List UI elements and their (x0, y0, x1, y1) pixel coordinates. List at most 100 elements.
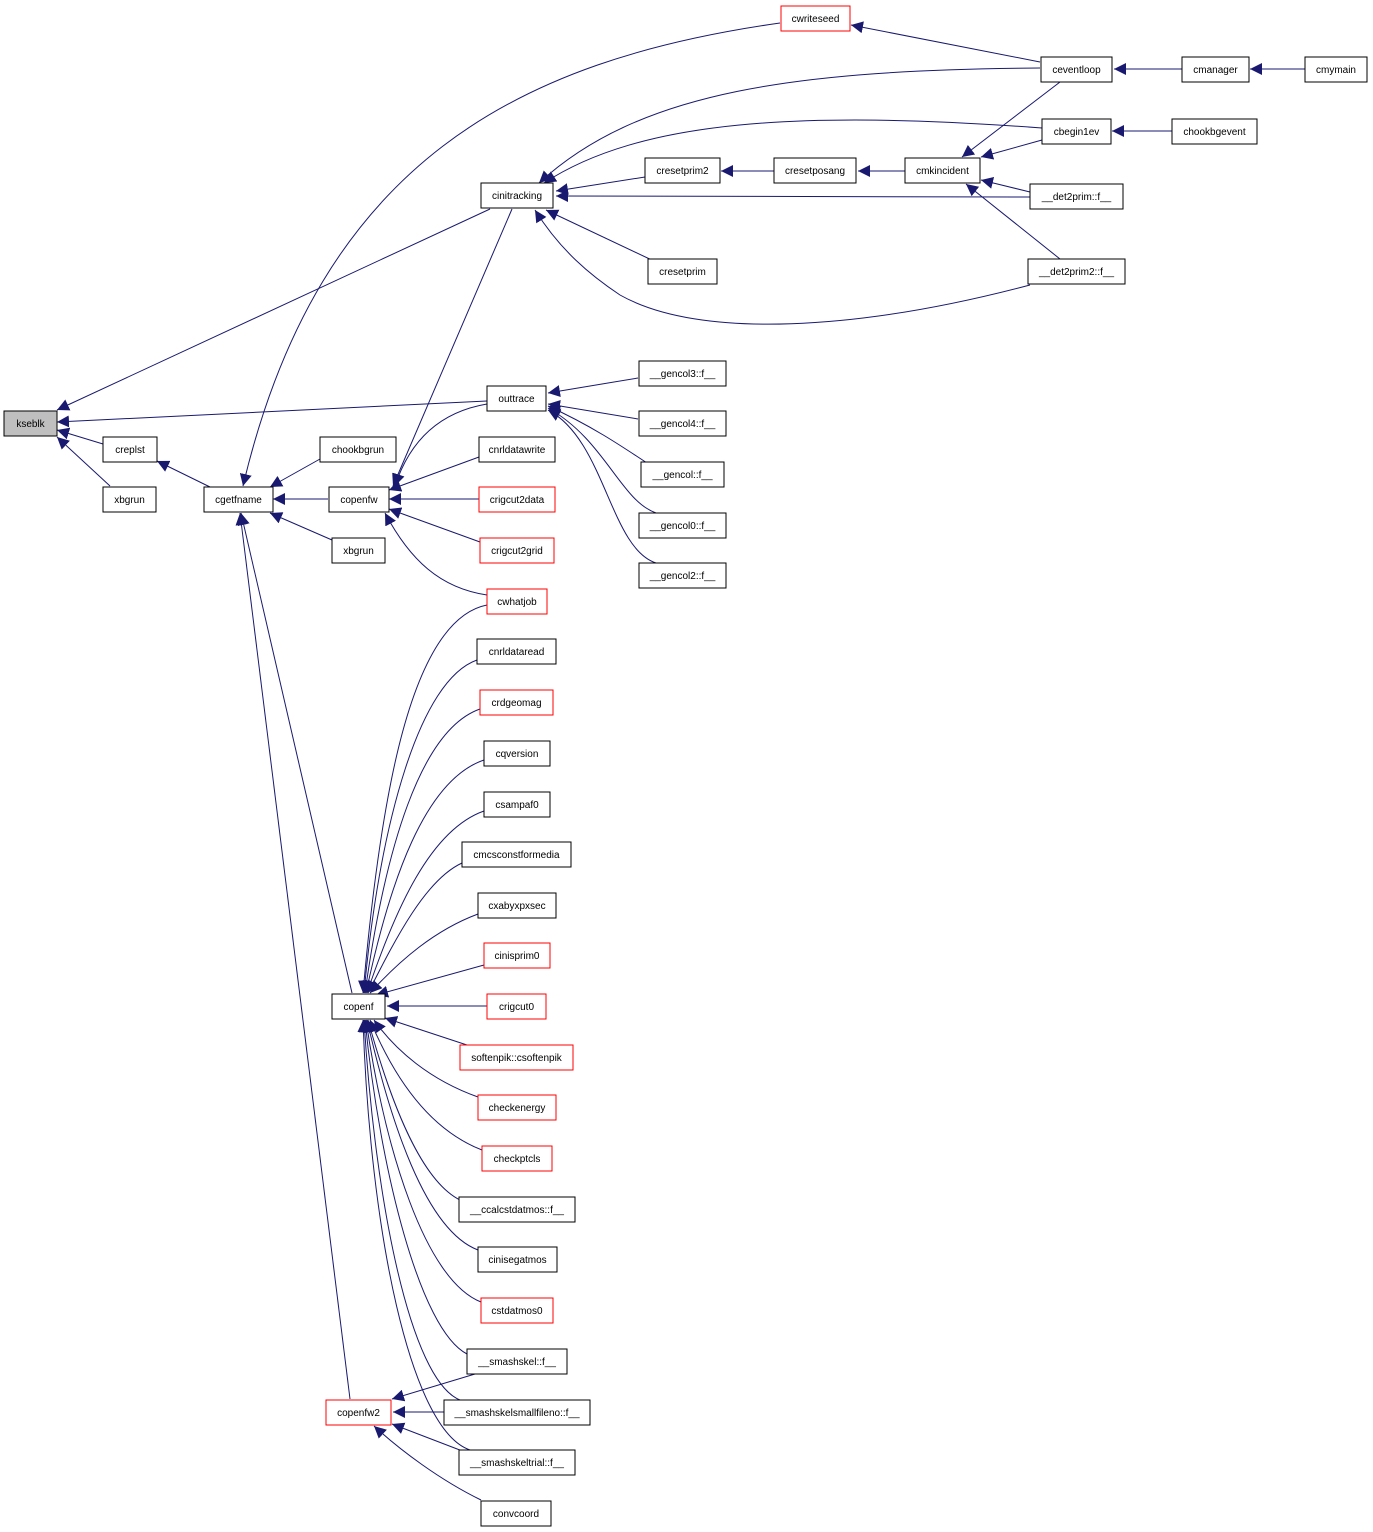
node-cqversion[interactable]: cqversion (483, 740, 551, 767)
svg-text:convcoord: convcoord (493, 1509, 539, 1520)
node-gencol2[interactable]: __gencol2::f__ (638, 562, 727, 589)
edge-det2prim-cmkincident (980, 177, 1031, 193)
node-cbegin1ev[interactable]: cbegin1ev (1041, 118, 1112, 145)
svg-text:cinisprim0: cinisprim0 (494, 951, 539, 962)
edge-checkenergy-copenf (373, 1019, 479, 1098)
node-crigcut2data[interactable]: crigcut2data (478, 486, 556, 513)
node-smashskel[interactable]: __smashskel::f__ (466, 1348, 568, 1375)
node-det2prim2[interactable]: __det2prim2::f__ (1027, 258, 1126, 285)
svg-text:copenfw2: copenfw2 (337, 1408, 380, 1419)
node-gencol0[interactable]: __gencol0::f__ (638, 512, 727, 539)
node-cmkincident[interactable]: cmkincident (904, 157, 981, 184)
node-ccalcstdatmos[interactable]: __ccalcstdatmos::f__ (458, 1196, 576, 1223)
node-creplst[interactable]: creplst (102, 436, 158, 463)
node-cinisegatmos[interactable]: cinisegatmos (477, 1246, 558, 1273)
node-cmymain[interactable]: cmymain (1304, 56, 1368, 83)
svg-text:xbgrun: xbgrun (114, 495, 145, 506)
node-copenfw2[interactable]: copenfw2 (325, 1399, 392, 1426)
node-cnrldataread[interactable]: cnrldataread (476, 638, 557, 665)
node-cmanager[interactable]: cmanager (1181, 56, 1250, 83)
node-cmcsconstformedia[interactable]: cmcsconstformedia (461, 841, 572, 868)
node-xbgrun[interactable]: xbgrun (102, 486, 157, 513)
edge-checkptcls-copenf (369, 1019, 483, 1151)
edge-outtrace-copenfw (393, 403, 488, 487)
edge-gencol3-outtrace (547, 377, 639, 397)
node-chookbgrun[interactable]: chookbgrun (319, 436, 397, 463)
svg-text:cmymain: cmymain (1316, 65, 1356, 76)
node-gencol[interactable]: __gencol::f__ (640, 461, 725, 488)
svg-text:__det2prim2::f__: __det2prim2::f__ (1038, 267, 1114, 278)
node-cwhatjob[interactable]: cwhatjob (486, 588, 548, 615)
node-outtrace[interactable]: outtrace (486, 385, 547, 412)
svg-text:cxabyxpxsec: cxabyxpxsec (488, 901, 545, 912)
svg-text:cwriteseed: cwriteseed (792, 14, 840, 25)
node-chookbgevent[interactable]: chookbgevent (1171, 118, 1258, 145)
node-gencol3[interactable]: __gencol3::f__ (638, 360, 727, 387)
svg-text:crdgeomag: crdgeomag (491, 698, 541, 709)
edge-cresetprim2-cinitracking (555, 176, 646, 196)
node-cgetfname[interactable]: cgetfname (203, 486, 274, 513)
node-cresetprim[interactable]: cresetprim (647, 258, 718, 285)
node-cnrldatawrite[interactable]: cnrldatawrite (478, 436, 556, 463)
node-smashskelsmallfileno[interactable]: __smashskelsmallfileno::f__ (443, 1399, 591, 1426)
node-cstdatmos0[interactable]: cstdatmos0 (480, 1297, 554, 1324)
edge-det2prim-cinitracking (555, 190, 1031, 203)
node-cinisprim0[interactable]: cinisprim0 (483, 942, 551, 969)
edge-cwhatjob-copenfw (384, 512, 488, 596)
edge-cwhatjob-copenf (358, 604, 488, 994)
node-cinitracking[interactable]: cinitracking (480, 182, 554, 209)
edge-cqversion-copenf (362, 759, 485, 994)
node-gencol4[interactable]: __gencol4::f__ (638, 410, 727, 437)
edge-ceventloop-cmkincident (961, 81, 1061, 158)
edge-cwriteseed-cgetfname (239, 22, 781, 487)
node-copenfw[interactable]: copenfw (328, 486, 390, 513)
edge-ceventloop-cwriteseed (850, 21, 1041, 63)
node-cxabyxpxsec[interactable]: cxabyxpxsec (477, 892, 557, 919)
edge-ceventloop-cinitracking (538, 67, 1041, 184)
node-cresetprim2[interactable]: cresetprim2 (644, 157, 721, 184)
node-smashskeltrial[interactable]: __smashskeltrial::f__ (458, 1449, 576, 1476)
edge-copenf-cgetfname (237, 512, 353, 994)
svg-text:ceventloop: ceventloop (1052, 65, 1101, 76)
edge-gencol-outtrace (547, 405, 651, 466)
edge-ccalcstdatmos-copenf (365, 1019, 461, 1201)
node-det2prim[interactable]: __det2prim::f__ (1029, 183, 1124, 210)
edge-crdgeomag-copenf (360, 708, 481, 994)
edge-det2prim2-cinitracking (534, 209, 1031, 325)
svg-text:cqversion: cqversion (496, 749, 539, 760)
edge-creplst-kseblk (56, 427, 104, 445)
node-checkptcls[interactable]: checkptcls (481, 1145, 553, 1172)
edge-xbgrun-kseblk (56, 436, 111, 487)
svg-text:__ccalcstdatmos::f__: __ccalcstdatmos::f__ (469, 1205, 564, 1216)
node-crigcut0[interactable]: crigcut0 (486, 993, 547, 1020)
edge-crigcut2grid-copenfw (388, 507, 481, 543)
node-copenf[interactable]: copenf (331, 993, 386, 1020)
edge-outtrace-kseblk (56, 400, 488, 428)
svg-text:crigcut0: crigcut0 (499, 1002, 534, 1013)
svg-text:cgetfname: cgetfname (215, 495, 262, 506)
edge-det2prim2-cmkincident (965, 183, 1061, 260)
svg-text:copenf: copenf (343, 1002, 373, 1013)
svg-text:__gencol::f__: __gencol::f__ (651, 470, 712, 481)
svg-text:creplst: creplst (115, 445, 145, 456)
node-crdgeomag[interactable]: crdgeomag (479, 689, 554, 716)
node-csampaf0[interactable]: csampaf0 (483, 791, 551, 818)
node-crigcut2grid[interactable]: crigcut2grid (479, 537, 555, 564)
node-ceventloop[interactable]: ceventloop (1040, 56, 1113, 83)
svg-text:cmkincident: cmkincident (916, 166, 969, 177)
node-checkenergy[interactable]: checkenergy (477, 1094, 557, 1121)
svg-text:copenfw: copenfw (340, 495, 378, 506)
node-cwriteseed[interactable]: cwriteseed (780, 5, 851, 32)
edge-smashskeltrial-copenfw2 (391, 1422, 466, 1453)
edge-gencol4-outtrace (547, 400, 639, 420)
svg-text:__gencol3::f__: __gencol3::f__ (649, 369, 716, 380)
node-xbgrun-2[interactable]: xbgrun (331, 537, 386, 564)
node-softenpik-csoftenpik[interactable]: softenpik::csoftenpik (459, 1044, 574, 1071)
node-cresetposang[interactable]: cresetposang (773, 157, 857, 184)
edge-copenfw2-cgetfname (235, 512, 351, 1400)
edge-csampaf0-copenf (365, 810, 485, 994)
node-convcoord[interactable]: convcoord (480, 1500, 552, 1527)
node-kseblk[interactable]: kseblk (3, 410, 58, 437)
svg-text:xbgrun: xbgrun (343, 546, 374, 557)
